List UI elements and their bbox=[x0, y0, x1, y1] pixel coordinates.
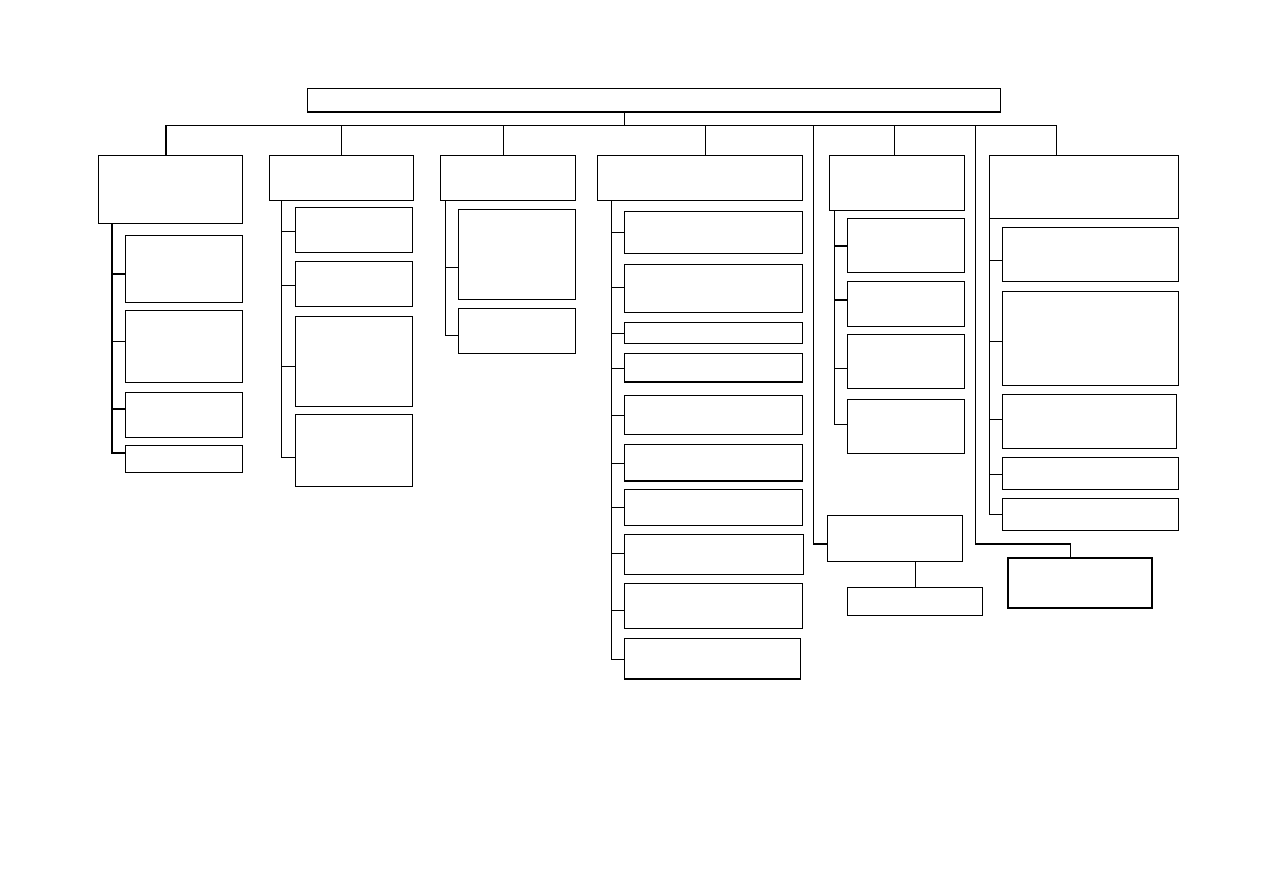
branch-1-child bbox=[125, 392, 243, 438]
connector-branch-2-spine bbox=[281, 200, 282, 458]
connector-branch-4-tick bbox=[611, 368, 624, 369]
connector-side-5-vertical bbox=[813, 125, 814, 544]
connector-branch-5-tick bbox=[834, 368, 847, 369]
connector-branch-3-spine bbox=[445, 200, 446, 336]
connector-branch-6-spine bbox=[989, 218, 990, 515]
branch-2-child bbox=[295, 207, 413, 253]
connector-side-6-horizontal bbox=[975, 543, 1070, 545]
connector-side-6-drop bbox=[1070, 543, 1071, 558]
branch-3-head bbox=[440, 155, 576, 201]
connector-branch-6-tick bbox=[989, 474, 1002, 475]
connector-branch-2-tick bbox=[281, 366, 295, 367]
connector-drop-5 bbox=[894, 125, 895, 155]
branch-6-child bbox=[1002, 394, 1177, 449]
connector-branch-4-tick bbox=[611, 610, 624, 611]
branch-4-child bbox=[624, 211, 803, 254]
branch-6-child bbox=[1002, 291, 1179, 386]
connector-branch-5-tick bbox=[834, 245, 847, 247]
branch-6-head bbox=[989, 155, 1179, 219]
branch-4-head bbox=[597, 155, 803, 201]
branch-2-head bbox=[269, 155, 414, 201]
connector-branch-2-tick bbox=[281, 457, 295, 458]
connector-branch-1-tick bbox=[111, 408, 125, 410]
connector-drop-2 bbox=[341, 125, 342, 155]
connector-side-6-vertical bbox=[975, 125, 976, 544]
branch-4-child bbox=[624, 583, 803, 629]
connector-branch-4-tick bbox=[611, 287, 624, 288]
branch-5-child bbox=[847, 334, 965, 389]
branch-1-child bbox=[125, 310, 243, 383]
branch-3-child bbox=[458, 209, 576, 300]
branch-6-child bbox=[1002, 498, 1179, 531]
connector-branch-2-tick bbox=[281, 285, 295, 286]
connector-branch-4-tick bbox=[611, 463, 624, 464]
connector-branch-6-tick bbox=[989, 514, 1002, 515]
connector-branch-6-tick bbox=[989, 419, 1002, 420]
branch-4-child bbox=[624, 395, 803, 435]
connector-branch-1-spine bbox=[111, 223, 113, 454]
branch-1-child bbox=[125, 445, 243, 473]
connector-branch-4-tick bbox=[611, 232, 624, 233]
connector-branch-2-tick bbox=[281, 231, 295, 232]
branch-5-side-node bbox=[827, 515, 963, 562]
branch-5-child bbox=[847, 281, 965, 327]
connector-branch-6-tick bbox=[989, 260, 1002, 261]
branch-4-child bbox=[624, 444, 803, 482]
connector-branch-5-tick bbox=[834, 299, 847, 301]
branch-1-head bbox=[98, 155, 243, 224]
branch-4-child bbox=[624, 322, 803, 344]
connector-branch-3-tick bbox=[445, 335, 458, 336]
branch-2-child bbox=[295, 261, 413, 307]
branch-6-child bbox=[1002, 457, 1179, 490]
branch-4-child bbox=[624, 489, 803, 526]
branch-5-child bbox=[847, 218, 965, 273]
connector-branch-5-tick bbox=[834, 424, 847, 425]
branch-5-child bbox=[847, 399, 965, 454]
connector-branch-4-tick bbox=[611, 659, 624, 660]
branch-4-child bbox=[624, 534, 804, 575]
connector-branch-4-tick bbox=[611, 507, 624, 508]
connector-drop-3 bbox=[503, 125, 504, 155]
connector-branch-1-tick bbox=[111, 452, 125, 454]
connector-drop-6 bbox=[1056, 125, 1057, 155]
connector-branch-4-tick bbox=[611, 553, 624, 554]
connector-side-5-horizontal bbox=[813, 543, 828, 545]
branch-6-child bbox=[1002, 227, 1179, 282]
branch-3-child bbox=[458, 308, 576, 354]
connector-branch-4-spine bbox=[611, 200, 612, 660]
connector-main-bus bbox=[165, 125, 1057, 126]
connector-branch-4-tick bbox=[611, 415, 624, 416]
connector-branch-3-tick bbox=[445, 267, 458, 268]
connector-branch-4-tick bbox=[611, 333, 624, 334]
branch-5-side-child bbox=[847, 587, 983, 616]
branch-2-child bbox=[295, 316, 413, 407]
branch-6-side-node bbox=[1007, 557, 1153, 609]
branch-4-child bbox=[624, 638, 801, 680]
connector-branch-1-tick bbox=[111, 273, 125, 275]
branch-2-child bbox=[295, 414, 413, 487]
connector-drop-4 bbox=[705, 125, 706, 155]
branch-4-child bbox=[624, 353, 803, 383]
connector-branch-6-tick bbox=[989, 341, 1002, 342]
connector-root-stem bbox=[624, 112, 625, 126]
branch-4-child bbox=[624, 264, 803, 313]
connector-side-5-child bbox=[915, 561, 916, 588]
connector-branch-5-spine bbox=[834, 210, 835, 425]
connector-branch-1-tick bbox=[111, 341, 125, 342]
branch-5-head bbox=[829, 155, 965, 211]
root-node bbox=[307, 88, 1001, 113]
branch-1-child bbox=[125, 235, 243, 303]
connector-drop-1 bbox=[165, 125, 167, 155]
